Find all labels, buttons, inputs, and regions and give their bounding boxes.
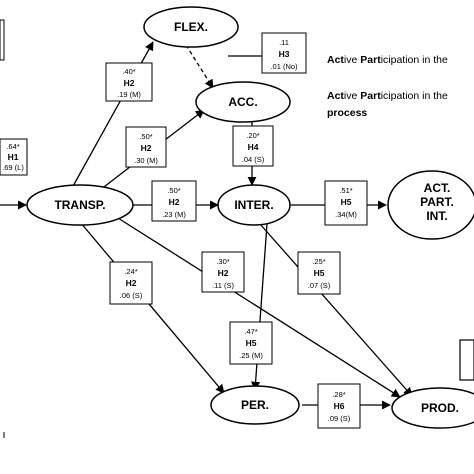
legend-line-1: Active Participation in the bbox=[327, 54, 448, 66]
svg-text:.11 (S): .11 (S) bbox=[212, 281, 234, 290]
svg-text:.23 (M): .23 (M) bbox=[162, 210, 186, 219]
box-transp-inter: .50* H2 .23 (M) bbox=[151, 180, 197, 222]
arrow-flex-acc bbox=[185, 44, 214, 89]
box-inter-act: .51* H5 .34(M) bbox=[324, 180, 368, 226]
svg-text:.69 (L): .69 (L) bbox=[2, 163, 24, 172]
node-inter: INTER. bbox=[217, 184, 291, 226]
box-inter-per: .47* H5 .25 (M) bbox=[229, 321, 273, 365]
svg-text:PART.: PART. bbox=[420, 195, 454, 209]
box-transp-per: .24* H2 .06 (S) bbox=[109, 261, 153, 305]
svg-text:FLEX.: FLEX. bbox=[174, 20, 208, 34]
svg-text:H2: H2 bbox=[124, 78, 135, 88]
svg-text:H5: H5 bbox=[314, 268, 325, 278]
svg-text:.24*: .24* bbox=[124, 267, 137, 276]
legend-line-2: Active Participation in the bbox=[327, 90, 448, 102]
node-per: PER. bbox=[210, 385, 300, 425]
left-edge-fragment bbox=[0, 19, 5, 61]
box-transp-acc: .50* H2 .30 (M) bbox=[125, 126, 167, 168]
svg-text:.30 (M): .30 (M) bbox=[134, 156, 158, 165]
svg-text:H1: H1 bbox=[8, 152, 19, 162]
box-acc-inter: .20* H4 .04 (S) bbox=[232, 125, 274, 167]
svg-text:INT.: INT. bbox=[426, 209, 447, 223]
box-inter-prod: .25* H5 .07 (S) bbox=[297, 251, 341, 295]
box-transp-prod: .30* H2 .11 (S) bbox=[201, 251, 245, 293]
svg-text:.07 (S): .07 (S) bbox=[308, 281, 331, 290]
svg-text:.11: .11 bbox=[279, 38, 289, 47]
right-edge-fragment bbox=[459, 339, 474, 381]
svg-text:.30*: .30* bbox=[216, 257, 229, 266]
svg-text:H2: H2 bbox=[218, 268, 229, 278]
node-act-part-int: ACT. PART. INT. bbox=[387, 170, 474, 240]
arrow-inter-per bbox=[251, 223, 268, 391]
svg-text:.50*: .50* bbox=[167, 186, 180, 195]
svg-text:H2: H2 bbox=[126, 278, 137, 288]
arrow-transp-per bbox=[79, 221, 225, 394]
svg-text:PER.: PER. bbox=[241, 398, 269, 412]
svg-text:H2: H2 bbox=[141, 143, 152, 153]
svg-text:.09 (S): .09 (S) bbox=[328, 414, 351, 423]
node-flex: FLEX. bbox=[143, 6, 239, 48]
svg-text:H5: H5 bbox=[246, 338, 257, 348]
svg-text:H3: H3 bbox=[279, 49, 290, 59]
svg-text:ACC.: ACC. bbox=[228, 95, 257, 109]
svg-text:TRANSP.: TRANSP. bbox=[54, 198, 105, 212]
box-flex-acc: .11 H3 .01 (No) bbox=[261, 32, 307, 74]
svg-text:.51*: .51* bbox=[339, 186, 352, 195]
svg-text:.34(M): .34(M) bbox=[335, 210, 357, 219]
svg-text:H6: H6 bbox=[334, 401, 345, 411]
arrow-transp-prod bbox=[117, 217, 401, 398]
svg-text:.25*: .25* bbox=[312, 257, 325, 266]
box-transp-flex: .40* H2 .19 (M) bbox=[105, 62, 153, 102]
svg-text:.64*: .64* bbox=[6, 142, 19, 151]
svg-text:H5: H5 bbox=[341, 197, 352, 207]
svg-text:INTER.: INTER. bbox=[234, 198, 273, 212]
svg-text:H2: H2 bbox=[169, 197, 180, 207]
svg-text:.01 (No): .01 (No) bbox=[270, 62, 298, 71]
box-h1: .64* H1 .69 (L) bbox=[0, 138, 28, 176]
svg-text:ACT.: ACT. bbox=[424, 181, 451, 195]
svg-text:.04 (S): .04 (S) bbox=[242, 155, 265, 164]
svg-text:PROD.: PROD. bbox=[421, 401, 459, 415]
box-per-prod: .28* H6 .09 (S) bbox=[317, 383, 361, 429]
node-acc: ACC. bbox=[195, 81, 291, 123]
svg-text:.50*: .50* bbox=[139, 132, 152, 141]
arrow-inter-prod bbox=[259, 223, 413, 397]
svg-text:.06 (S): .06 (S) bbox=[120, 291, 143, 300]
node-prod: PROD. bbox=[391, 387, 474, 429]
svg-text:.47*: .47* bbox=[244, 327, 257, 336]
svg-text:.28*: .28* bbox=[332, 390, 345, 399]
legend-line-3: process bbox=[327, 107, 368, 119]
svg-text:.40*: .40* bbox=[122, 67, 135, 76]
svg-text:.25 (M): .25 (M) bbox=[239, 351, 263, 360]
svg-text:.19 (M): .19 (M) bbox=[117, 90, 141, 99]
svg-text:.20*: .20* bbox=[246, 131, 259, 140]
svg-text:H4: H4 bbox=[248, 142, 259, 152]
node-transp: TRANSP. bbox=[26, 184, 134, 226]
